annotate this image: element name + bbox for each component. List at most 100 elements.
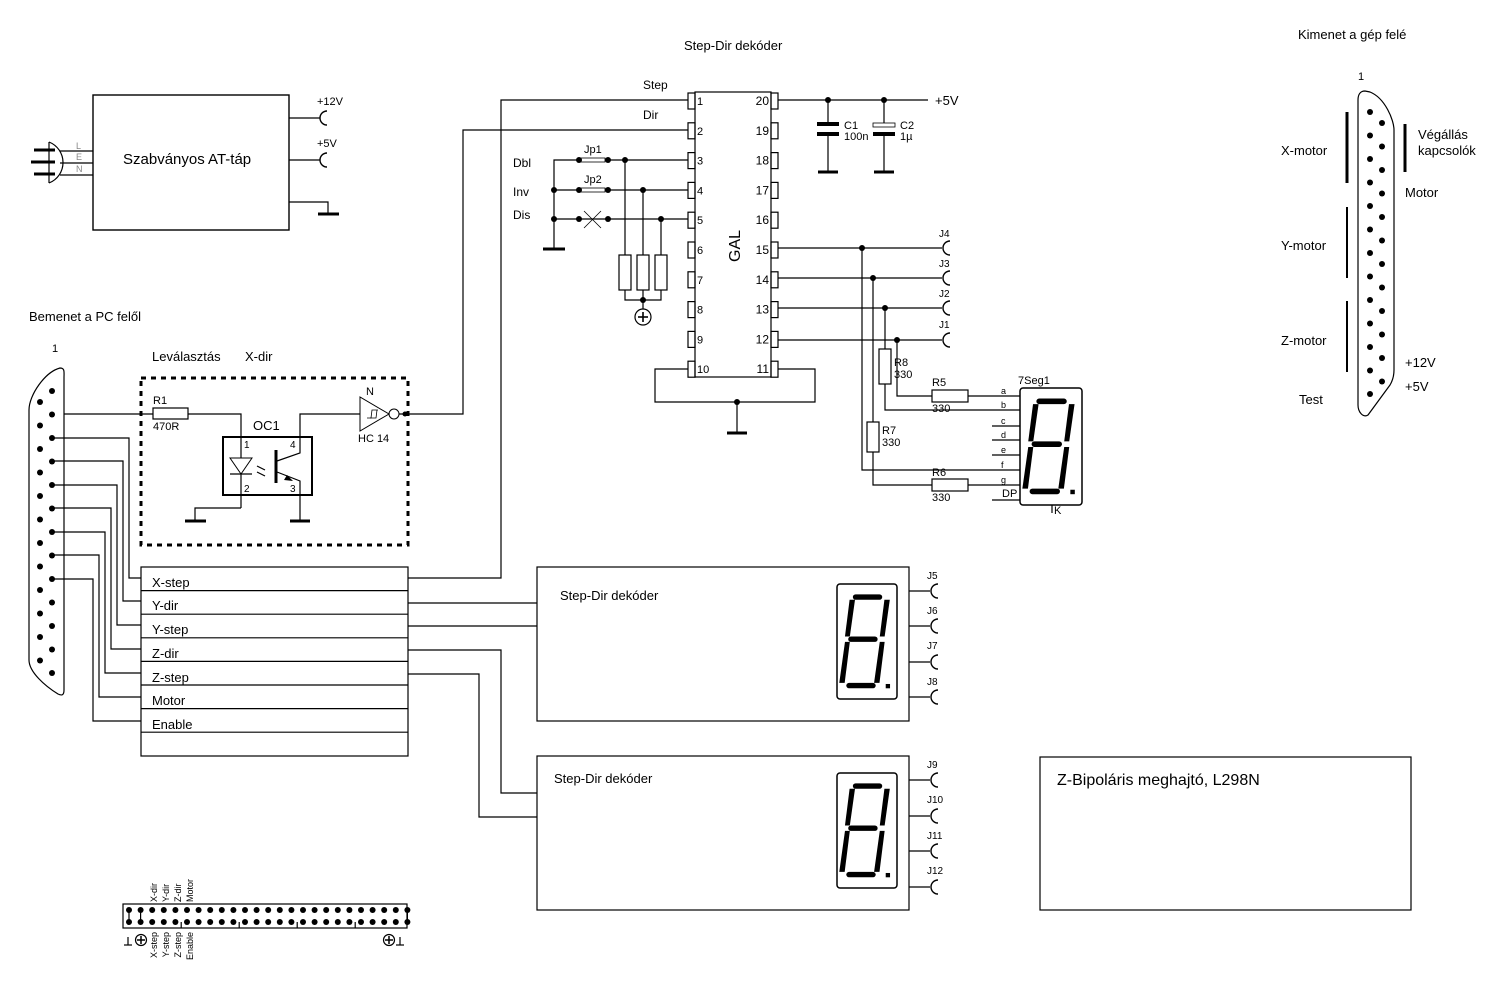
pin-dot — [37, 587, 43, 593]
pin-dot — [37, 493, 43, 499]
pin-dot — [1367, 367, 1373, 374]
segment-dp — [885, 683, 891, 689]
header-pin — [381, 919, 388, 925]
plug-pin-l: L — [76, 141, 81, 151]
header-pin — [288, 907, 295, 913]
header-pin — [230, 919, 237, 925]
segment-b — [879, 788, 890, 826]
jack-j11: J11 — [927, 831, 943, 842]
pin-dot — [49, 623, 55, 629]
jack-j7: J7 — [927, 641, 938, 652]
plug-pin-n: N — [76, 164, 83, 174]
jack-j5: J5 — [927, 571, 938, 582]
inverter-hc14 — [359, 396, 408, 432]
pin-dot — [1379, 237, 1385, 244]
header-pin — [334, 907, 341, 913]
pin-dot — [1367, 344, 1373, 350]
pin-dot — [1379, 284, 1385, 291]
pin-dot — [1367, 109, 1373, 115]
pin-dot — [49, 388, 55, 394]
gal-pin — [770, 301, 779, 319]
display-cathode: K — [1054, 505, 1062, 517]
signal-y-step: Y-step — [152, 622, 188, 637]
r1-name: R1 — [153, 395, 167, 407]
jack-j3: J3 — [939, 259, 950, 270]
display-frame — [1019, 387, 1083, 506]
display-frame — [836, 772, 898, 889]
gal-pin — [770, 241, 779, 259]
header-gnd-right-icon — [396, 937, 404, 946]
header-pin — [358, 907, 364, 913]
jack-12v-icon — [319, 110, 328, 126]
c2-name: C2 — [900, 120, 914, 132]
jumper-network — [543, 157, 688, 326]
segment-e — [1022, 446, 1034, 489]
gal-pin-number: 3 — [697, 156, 703, 168]
header-pin — [369, 919, 376, 925]
gal-pin — [770, 122, 779, 140]
segment-g — [848, 825, 878, 831]
capacitor-c2 — [872, 100, 896, 174]
isolation-label: Leválasztás — [152, 349, 221, 364]
header-pin — [184, 907, 190, 913]
main-title: Step-Dir dekóder — [684, 38, 783, 53]
header-pin — [392, 919, 399, 925]
hdr-z-dir: Z-dir — [173, 884, 183, 903]
segment-c — [1058, 446, 1070, 489]
gal-pin-number: 10 — [697, 364, 709, 376]
segment-a — [852, 594, 883, 600]
segment-d — [1029, 488, 1060, 495]
oc1-name: OC1 — [253, 418, 280, 433]
pin-dot — [49, 411, 55, 418]
header-pin — [346, 907, 353, 913]
header-gnd-left-icon — [124, 937, 132, 946]
hdr-y-step: Y-step — [161, 932, 171, 957]
header-pin — [334, 919, 341, 925]
gal-pin-number: 17 — [756, 183, 770, 197]
isolation-boundary — [139, 376, 410, 547]
header-pin — [381, 907, 388, 913]
resistor-r1 — [152, 407, 189, 420]
gal-pin-number: 4 — [697, 185, 703, 197]
gal-pin-number: 8 — [697, 305, 703, 317]
jack-j12: J12 — [927, 866, 944, 877]
seg-dp: DP — [1002, 488, 1017, 500]
gal-pin — [770, 271, 779, 289]
gal-pin — [687, 360, 696, 378]
gal-pin — [770, 330, 779, 348]
segment-e — [839, 830, 850, 872]
input-title: Bemenet a PC felől — [29, 309, 141, 324]
segment-b — [1064, 404, 1075, 442]
capacitor-c1 — [817, 100, 839, 174]
label-vegallas: Végállás — [1418, 127, 1468, 142]
header-pin — [288, 919, 295, 925]
header-pin — [358, 919, 364, 925]
header-pin — [195, 919, 202, 925]
db25-output-connector — [1345, 90, 1407, 417]
segment-g — [1031, 441, 1062, 447]
r6-value: 330 — [932, 492, 950, 504]
pin-dot — [1379, 378, 1385, 385]
segment-dp — [1070, 489, 1075, 495]
seg-c: c — [1001, 416, 1006, 426]
output-connector-pin1: 1 — [1358, 71, 1364, 83]
pin-dot — [37, 469, 43, 476]
signal-motor: Motor — [152, 693, 186, 708]
oc1-pin2: 2 — [244, 484, 250, 495]
gal-pin-number: 5 — [697, 215, 703, 227]
output-title: Kimenet a gép felé — [1298, 27, 1406, 42]
header-pin — [276, 907, 283, 913]
header-pin — [172, 919, 179, 925]
header-pin — [311, 907, 318, 913]
header-pin — [218, 907, 225, 913]
header-pin — [160, 907, 167, 913]
psu-out-5v: +5V — [317, 138, 338, 150]
gal-pin-number: 14 — [756, 273, 770, 287]
gal-pin — [687, 92, 696, 110]
decoder-block-z — [536, 755, 910, 911]
pin-dot — [37, 634, 43, 640]
vcc-plus-icon — [634, 308, 652, 326]
header-pin — [253, 919, 260, 925]
psu-label: Szabványos AT-táp — [123, 151, 251, 168]
pin-dot — [1367, 156, 1373, 162]
